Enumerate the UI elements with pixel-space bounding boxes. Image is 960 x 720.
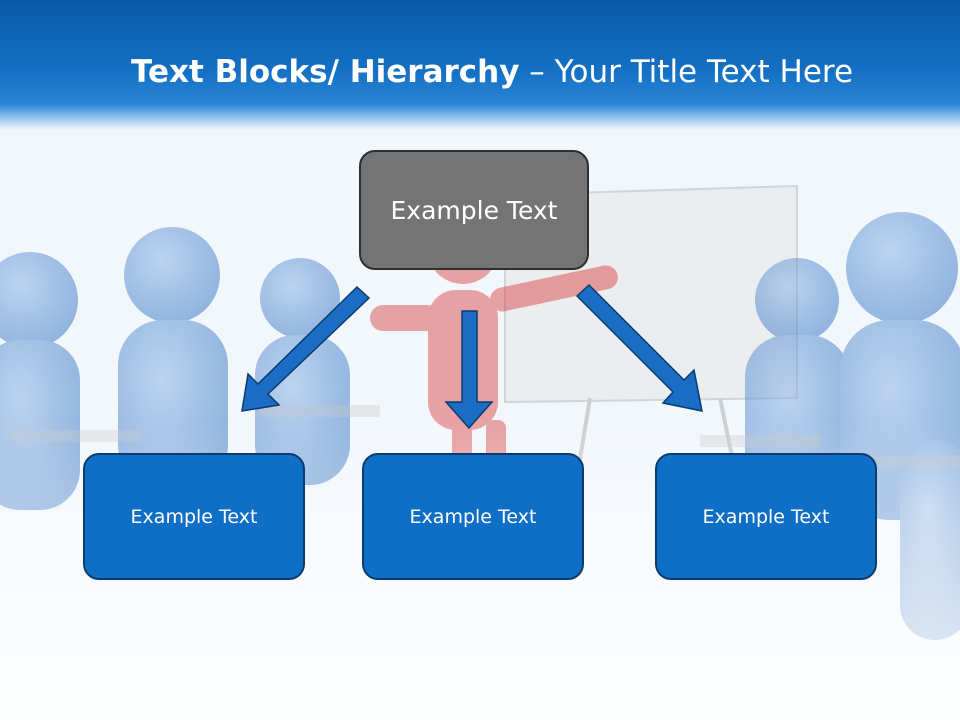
arrow-center xyxy=(444,310,494,430)
hierarchy-child-box-right[interactable]: Example Text xyxy=(655,453,877,580)
header-bar xyxy=(0,0,960,130)
slide-title-bold: Text Blocks/ Hierarchy xyxy=(130,54,520,90)
slide-title: Text Blocks/ Hierarchy – Your Title Text… xyxy=(0,54,960,90)
hierarchy-child-label: Example Text xyxy=(130,505,258,528)
hierarchy-child-box-center[interactable]: Example Text xyxy=(362,453,584,580)
hierarchy-top-box[interactable]: Example Text xyxy=(359,150,589,270)
hierarchy-child-box-left[interactable]: Example Text xyxy=(83,453,305,580)
slide-title-rest: – Your Title Text Here xyxy=(519,54,854,90)
hierarchy-child-label: Example Text xyxy=(409,505,537,528)
arrow-right xyxy=(575,283,703,412)
arrow-left xyxy=(241,285,371,412)
hierarchy-child-label: Example Text xyxy=(702,505,830,528)
hierarchy-top-label: Example Text xyxy=(390,195,558,225)
